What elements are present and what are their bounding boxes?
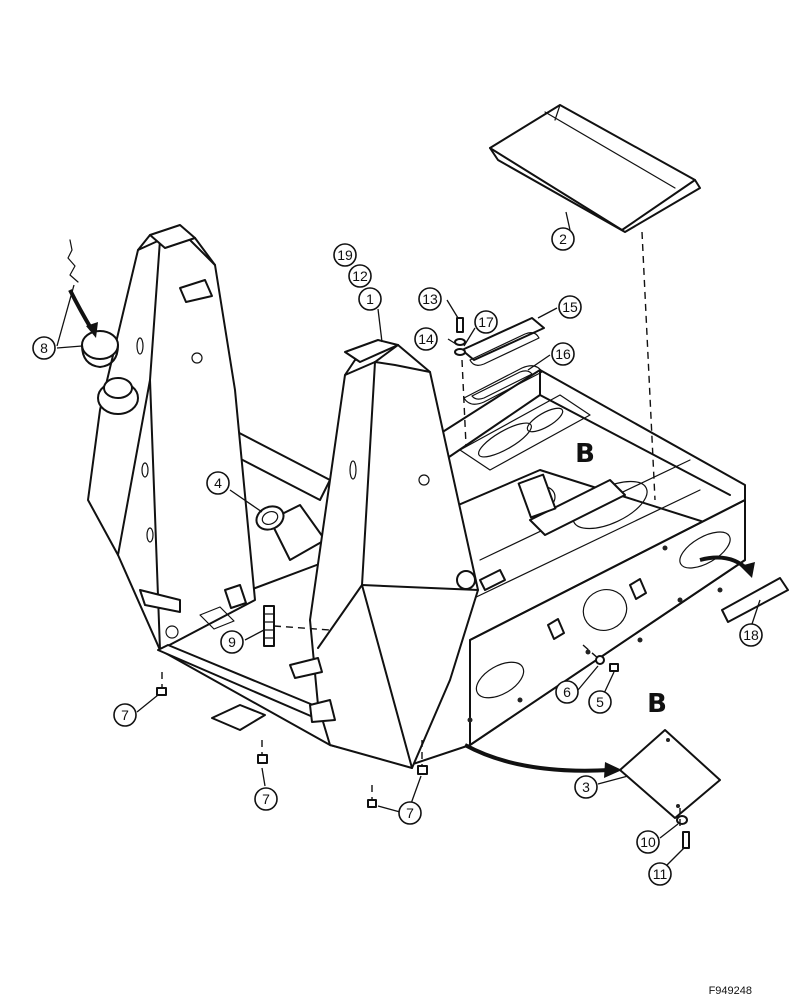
svg-text:17: 17	[478, 314, 494, 330]
leader-lines	[56, 211, 761, 869]
callout-3: 3	[574, 775, 598, 799]
callout-5: 5	[588, 690, 612, 714]
section-marker-b-frame: B	[575, 439, 595, 469]
fasteners	[156, 317, 690, 849]
callout-6: 6	[555, 680, 579, 704]
svg-text:12: 12	[352, 268, 368, 284]
svg-text:15: 15	[562, 299, 578, 315]
svg-text:19: 19	[337, 247, 353, 263]
svg-text:2: 2	[559, 231, 567, 247]
filler-cap	[255, 505, 285, 531]
svg-text:1: 1	[366, 291, 374, 307]
callout-10: 10	[636, 830, 660, 854]
svg-text:7: 7	[406, 805, 414, 821]
callout-9: 9	[220, 630, 244, 654]
svg-text:7: 7	[262, 791, 270, 807]
callout-2: 2	[551, 227, 575, 251]
svg-text:10: 10	[640, 834, 656, 850]
callout-15: 15	[558, 295, 582, 319]
callout-7-center: 7	[254, 787, 278, 811]
gasket-assembly	[461, 317, 545, 405]
right-tower	[309, 339, 479, 769]
svg-text:13: 13	[422, 291, 438, 307]
callout-18: 18	[739, 623, 763, 647]
svg-text:16: 16	[555, 346, 571, 362]
callout-13: 13	[418, 287, 442, 311]
svg-text:18: 18	[743, 627, 759, 643]
left-tower	[87, 224, 256, 651]
callout-12: 12	[348, 264, 372, 288]
callout-19: 19	[333, 243, 357, 267]
svg-text:4: 4	[214, 475, 222, 491]
callout-1: 1	[358, 287, 382, 311]
callout-7-right: 7	[398, 801, 422, 825]
front-crossbar	[157, 584, 336, 731]
svg-text:3: 3	[582, 779, 590, 795]
svg-text:11: 11	[653, 866, 668, 882]
callout-16: 16	[551, 342, 575, 366]
figure-code: F949248	[709, 985, 752, 997]
callout-4: 4	[206, 471, 230, 495]
spring-component	[263, 605, 275, 647]
callout-7-left: 7	[113, 703, 137, 727]
svg-text:8: 8	[40, 340, 48, 356]
access-cover	[619, 729, 721, 819]
svg-text:9: 9	[228, 634, 236, 650]
callout-8: 8	[32, 336, 56, 360]
fuel-cap	[67, 239, 139, 415]
wear-strip	[721, 577, 789, 623]
assembly-lines	[161, 231, 681, 826]
section-marker-b-detail: B	[647, 689, 667, 719]
callout-11: 11	[648, 862, 672, 886]
top-cover-plate	[489, 104, 701, 233]
svg-text:6: 6	[563, 684, 571, 700]
callout-17: 17	[474, 310, 498, 334]
callout-14: 14	[414, 327, 438, 351]
svg-text:5: 5	[596, 694, 604, 710]
svg-text:7: 7	[121, 707, 129, 723]
svg-text:14: 14	[418, 331, 434, 347]
